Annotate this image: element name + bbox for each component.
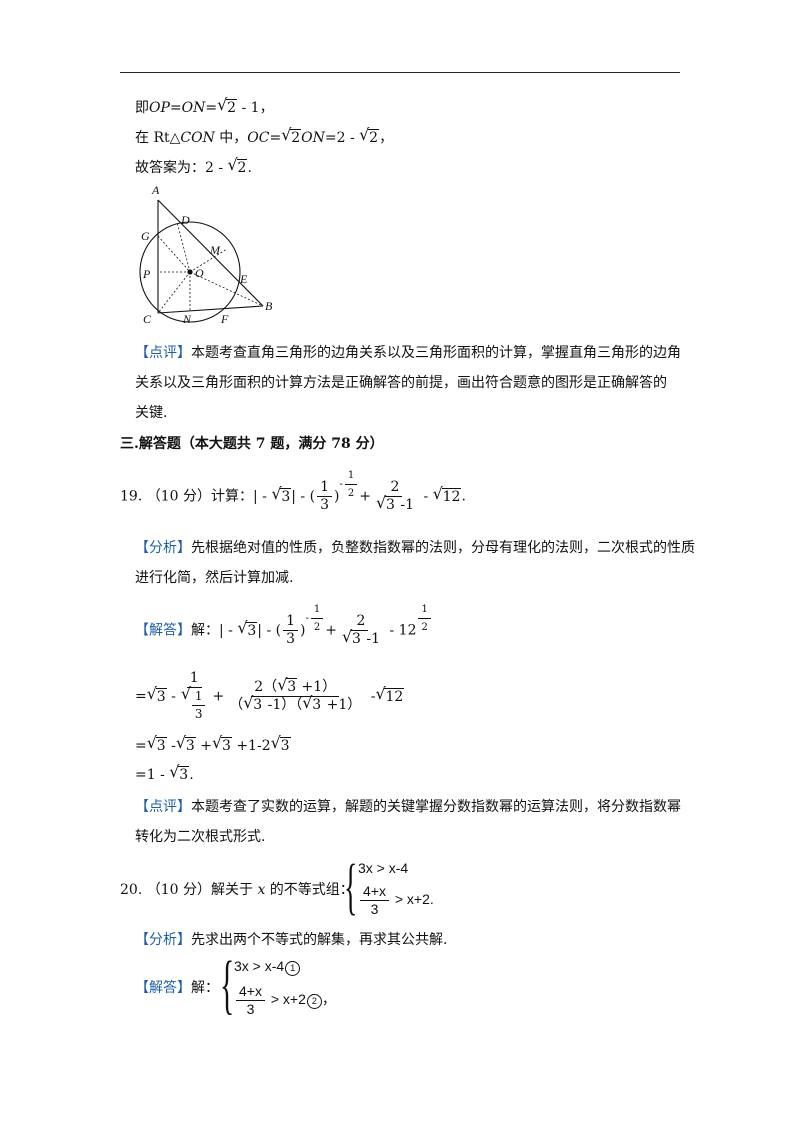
section-heading: 三.解答题（本大题共 7 题，满分 78 分） <box>120 436 384 452</box>
line-rt-con: 在 Rt△CON 中，OC=2ON=2 - 2， <box>135 125 393 148</box>
solution-19-step-3: =3 -3 +3 +1-23 <box>135 733 291 756</box>
label-e: E <box>239 272 248 286</box>
segment-ab <box>157 199 264 307</box>
segment-cb <box>157 305 264 314</box>
line-answer: 故答案为：2 - 2. <box>135 155 252 178</box>
analysis-19-line-1: 【分析】先根据绝对值的性质，负整数指数幂的法则，分母有理化的法则，二次根式的性质 <box>135 540 695 556</box>
s20-brace: { <box>220 948 235 1021</box>
review-1-line-2: 关系以及三角形面积的计算方法是正确解答的前提，画出符合题意的图形是正确解答的 <box>135 375 667 391</box>
solution-19-step-2: =3 -113+2（3 +1）（3 -1）（3 +1） -12 <box>135 670 405 723</box>
review-1-line-1: 【点评】本题考查直角三角形的边角关系以及三角形面积的计算，掌握直角三角形的边角 <box>135 345 681 361</box>
solution-19-step-4: =1 - 3. <box>135 762 194 785</box>
label-p: P <box>142 267 151 281</box>
label-g: G <box>141 229 150 243</box>
review-tag: 【点评】 <box>135 345 191 361</box>
center-point-o <box>187 269 193 275</box>
circled-number-1: 1 <box>285 961 301 976</box>
review-19-line-2: 转化为二次根式形式. <box>135 829 266 845</box>
question-20-text: 20. （10 分）解关于 x 的不等式组： <box>120 882 354 898</box>
label-o: O <box>195 266 204 280</box>
label-n: N <box>182 312 192 326</box>
solution-20-label: 【解答】解： <box>135 980 219 996</box>
review-1-line-3: 关键. <box>135 405 168 421</box>
label-c: C <box>143 312 152 326</box>
line-op-on: 即OP=ON=2 - 1， <box>135 95 274 118</box>
review-19-line-1: 【点评】本题考查了实数的运算，解题的关键掌握分数指数幂的运算法则，将分数指数幂 <box>135 799 681 815</box>
label-b: B <box>265 299 273 313</box>
geometry-figure: A D G M P O E B C N F <box>139 183 273 326</box>
label-d: D <box>180 213 190 227</box>
circled-number-2: 2 <box>306 994 322 1009</box>
label-m: M <box>209 243 221 257</box>
analysis-20: 【分析】先求出两个不等式的解集，再求其公共解. <box>135 932 448 948</box>
header-rule <box>120 72 680 73</box>
question-19: 19. （10 分）计算：| - 3| - (13)-12+23 -1 - 12… <box>120 470 466 516</box>
q20-brace: { <box>344 853 358 921</box>
label-f: F <box>220 312 229 326</box>
label-a: A <box>151 183 160 197</box>
analysis-19-line-2: 进行化简，然后计算加减. <box>135 570 294 586</box>
circle-o <box>139 221 241 323</box>
q20-row-1: 3x > x-4 <box>358 860 409 876</box>
